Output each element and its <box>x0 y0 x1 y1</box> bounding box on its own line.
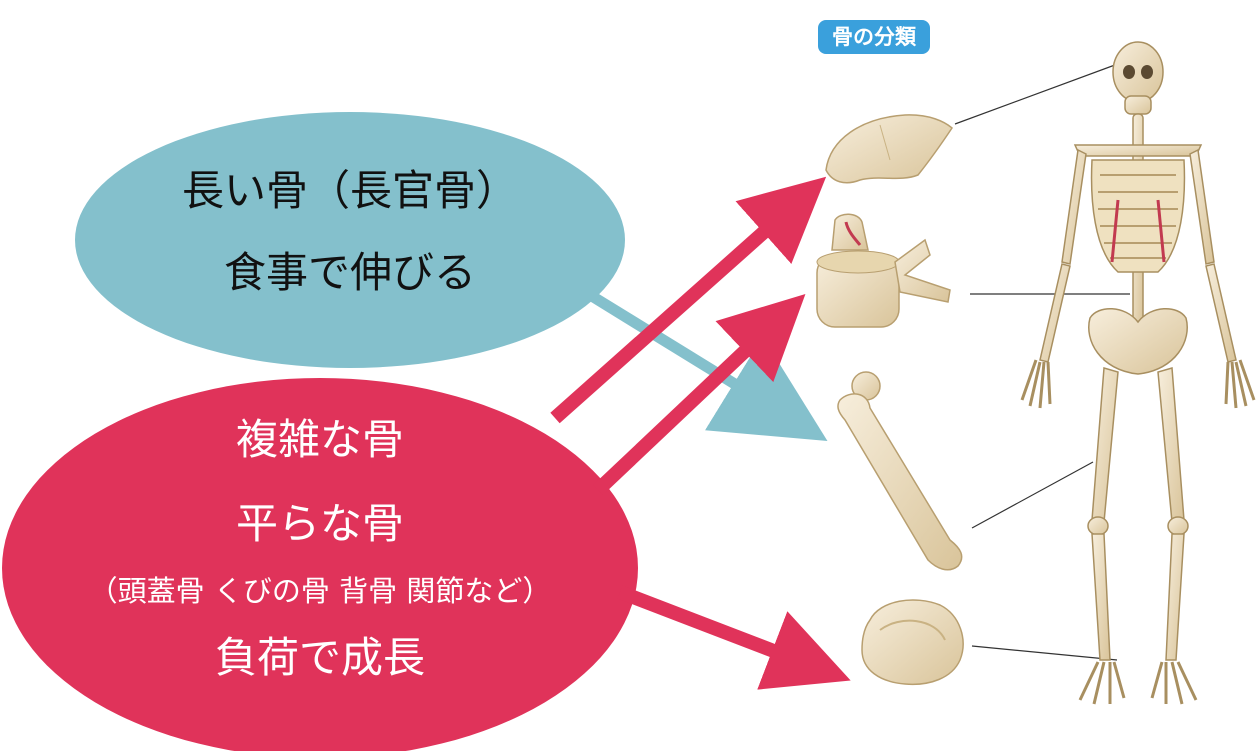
flat-bone-label: 平らな骨 <box>235 499 404 548</box>
long-bone-text: 長い骨（長官骨） 食事で伸びる <box>85 150 615 314</box>
bone-classification-badge: 骨の分類 <box>818 20 930 54</box>
leader-lines <box>954 61 1130 661</box>
complex-bone-label: 複雑な骨 <box>235 415 404 464</box>
short-patella-bone-icon <box>861 599 964 686</box>
vertebra-bone-icon <box>816 213 951 328</box>
long-bone-title: 長い骨（長官骨） <box>181 166 518 215</box>
flat-skull-bone-icon <box>825 114 953 184</box>
patella-arrow <box>617 585 851 690</box>
long-bone-ellipse <box>75 112 625 368</box>
human-skeleton-icon <box>1020 41 1256 705</box>
bone-examples: （頭蓋骨 くびの骨 背骨 関節など） <box>88 574 552 608</box>
complex-bone-growth: 負荷で成長 <box>214 633 425 682</box>
flat-bone-arrow <box>550 176 827 424</box>
complex-bone-ellipse <box>2 378 638 751</box>
long-bone-growth: 食事で伸びる <box>223 248 476 297</box>
complex-bone-text: 複雑な骨 平らな骨 （頭蓋骨 くびの骨 背骨 関節など） 負荷で成長 <box>20 398 620 700</box>
long-bone-arrow <box>579 285 828 442</box>
vertebra-arrow <box>593 293 806 496</box>
long-femur-bone-icon <box>837 371 963 571</box>
